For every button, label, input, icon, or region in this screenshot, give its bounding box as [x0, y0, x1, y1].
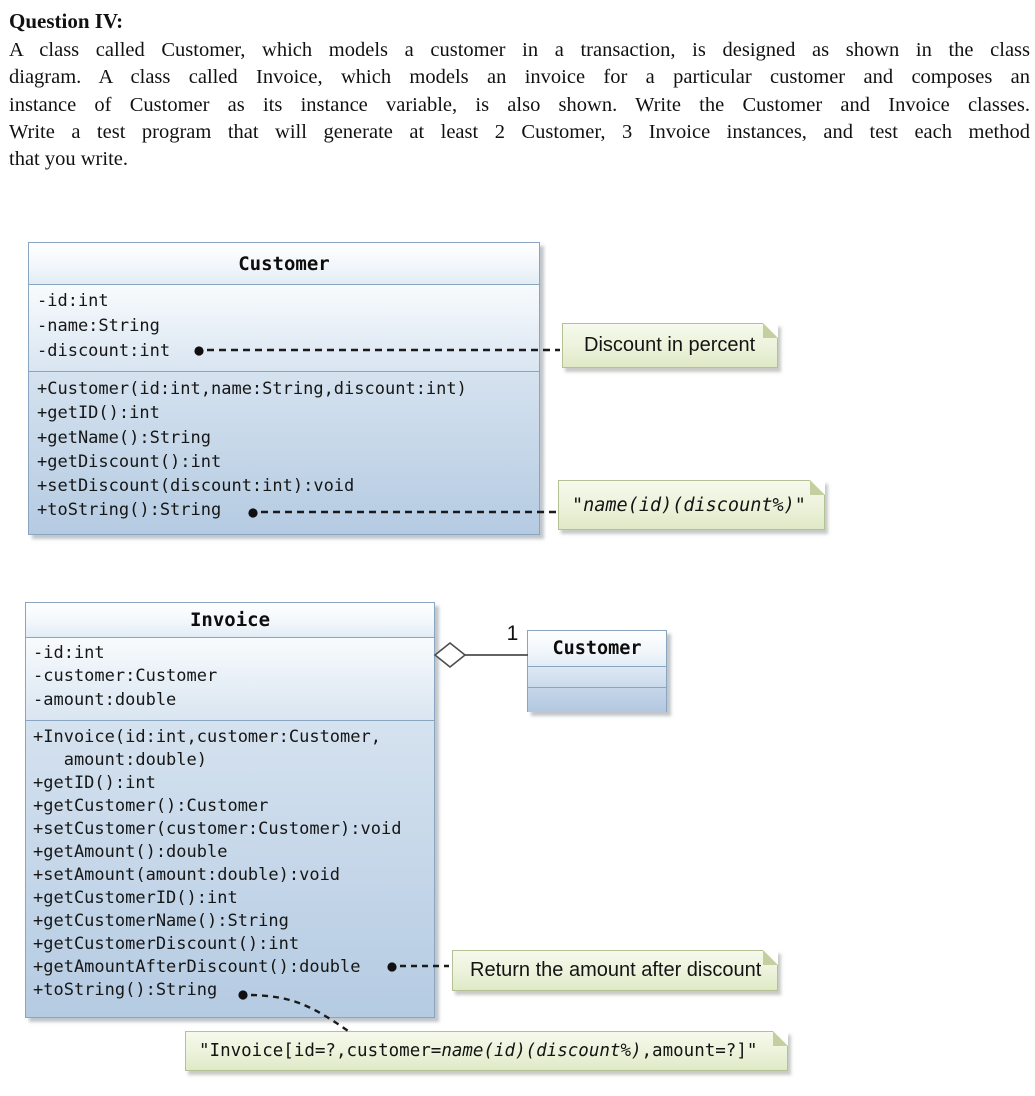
note-code-italic: name(id)(discount%)	[583, 494, 795, 516]
customer-class-title: Customer	[29, 243, 539, 285]
invoice-method: +Invoice(id:int,customer:Customer,	[33, 727, 381, 747]
customer-method: +getID():int	[37, 403, 160, 424]
invoice-method: +getAmount():double	[33, 842, 228, 862]
note-code-suffix: "	[794, 494, 806, 516]
customer-mini-methods-compartment	[528, 688, 666, 712]
customer-mini-attributes-compartment	[528, 667, 666, 688]
note-code-prefix: "	[572, 494, 584, 516]
note-discount-in-percent: Discount in percent	[562, 323, 778, 368]
invoice-method: amount:double)	[33, 750, 207, 770]
association-multiplicity-label: 1	[506, 622, 519, 645]
invoice-attribute: -id:int	[33, 643, 105, 663]
invoice-attribute: -amount:double	[33, 689, 177, 710]
customer-mini-class-title: Customer	[528, 631, 666, 667]
question-title: Question IV:	[9, 9, 124, 33]
customer-methods-compartment: +Customer(id:int,name:String,discount:in…	[29, 372, 539, 534]
note-invoice-tostring-format: "Invoice[id=?,customer=name(id)(discount…	[185, 1031, 788, 1071]
customer-method: +getDiscount():int	[37, 451, 222, 472]
invoice-method: +getCustomerName():String	[33, 911, 289, 931]
question-line: that you write.	[9, 148, 128, 171]
question-body: A class called Customer, which models a …	[9, 37, 1030, 173]
customer-method: +toString():String	[37, 500, 222, 521]
invoice-method: +getCustomer():Customer	[33, 796, 269, 816]
note-fold-corner-icon	[810, 480, 825, 495]
question-line: instance of Customer as its instance var…	[9, 93, 1030, 116]
invoice-method: +getCustomerID():int	[33, 888, 238, 908]
customer-class-box: Customer -id:int -name:String -discount:…	[28, 242, 540, 535]
note-code-suffix: ,amount=?]"	[641, 1041, 758, 1061]
note-code-prefix: "Invoice[id=?,customer=	[199, 1041, 442, 1061]
note-fold-corner-icon	[763, 323, 778, 338]
question-line: diagram. A class called Invoice, which m…	[9, 66, 1030, 89]
invoice-method: +setCustomer(customer:Customer):void	[33, 819, 402, 839]
note-text: Return the amount after discount	[470, 959, 762, 981]
note-fold-corner-icon	[763, 950, 778, 965]
customer-attribute: -name:String	[37, 316, 160, 336]
customer-attributes-compartment: -id:int -name:String -discount:int	[29, 285, 539, 372]
customer-method: +getName():String	[37, 427, 211, 448]
question-line: A class called Customer, which models a …	[9, 39, 1030, 61]
note-customer-tostring-format: "name(id)(discount%)"	[558, 480, 825, 530]
invoice-class-box: Invoice -id:int -customer:Customer -amou…	[25, 602, 435, 1018]
invoice-attribute: -customer:Customer	[33, 666, 218, 687]
invoice-method: +getAmountAfterDiscount():double	[33, 957, 361, 977]
customer-attribute: -id:int	[37, 291, 109, 311]
note-code-text: "name(id)(discount%)"	[572, 495, 806, 516]
note-code-text: "Invoice[id=?,customer=name(id)(discount…	[199, 1041, 757, 1061]
customer-attribute: -discount:int	[37, 341, 171, 361]
invoice-class-title: Invoice	[26, 603, 434, 638]
invoice-method: +toString():String	[33, 980, 218, 1000]
invoice-method: +getCustomerDiscount():int	[33, 934, 300, 954]
customer-method: +Customer(id:int,name:String,discount:in…	[37, 379, 467, 399]
invoice-method: +getID():int	[33, 773, 156, 793]
note-code-italic: name(id)(discount%)	[441, 1041, 642, 1061]
customer-method: +setDiscount(discount:int):void	[37, 476, 355, 497]
question-block: Question IV: A class called Customer, wh…	[9, 8, 1030, 173]
note-text: Discount in percent	[584, 334, 756, 356]
customer-mini-class-box: Customer	[527, 630, 667, 712]
note-amount-after-discount: Return the amount after discount	[452, 950, 778, 991]
question-line: Write a test program that will generate …	[9, 120, 1030, 143]
note-fold-corner-icon	[773, 1031, 788, 1046]
invoice-attributes-compartment: -id:int -customer:Customer -amount:doubl…	[26, 638, 434, 721]
invoice-methods-compartment: +Invoice(id:int,customer:Customer, amoun…	[26, 721, 434, 1017]
aggregation-diamond-icon	[433, 641, 467, 669]
invoice-method: +setAmount(amount:double):void	[33, 865, 341, 885]
